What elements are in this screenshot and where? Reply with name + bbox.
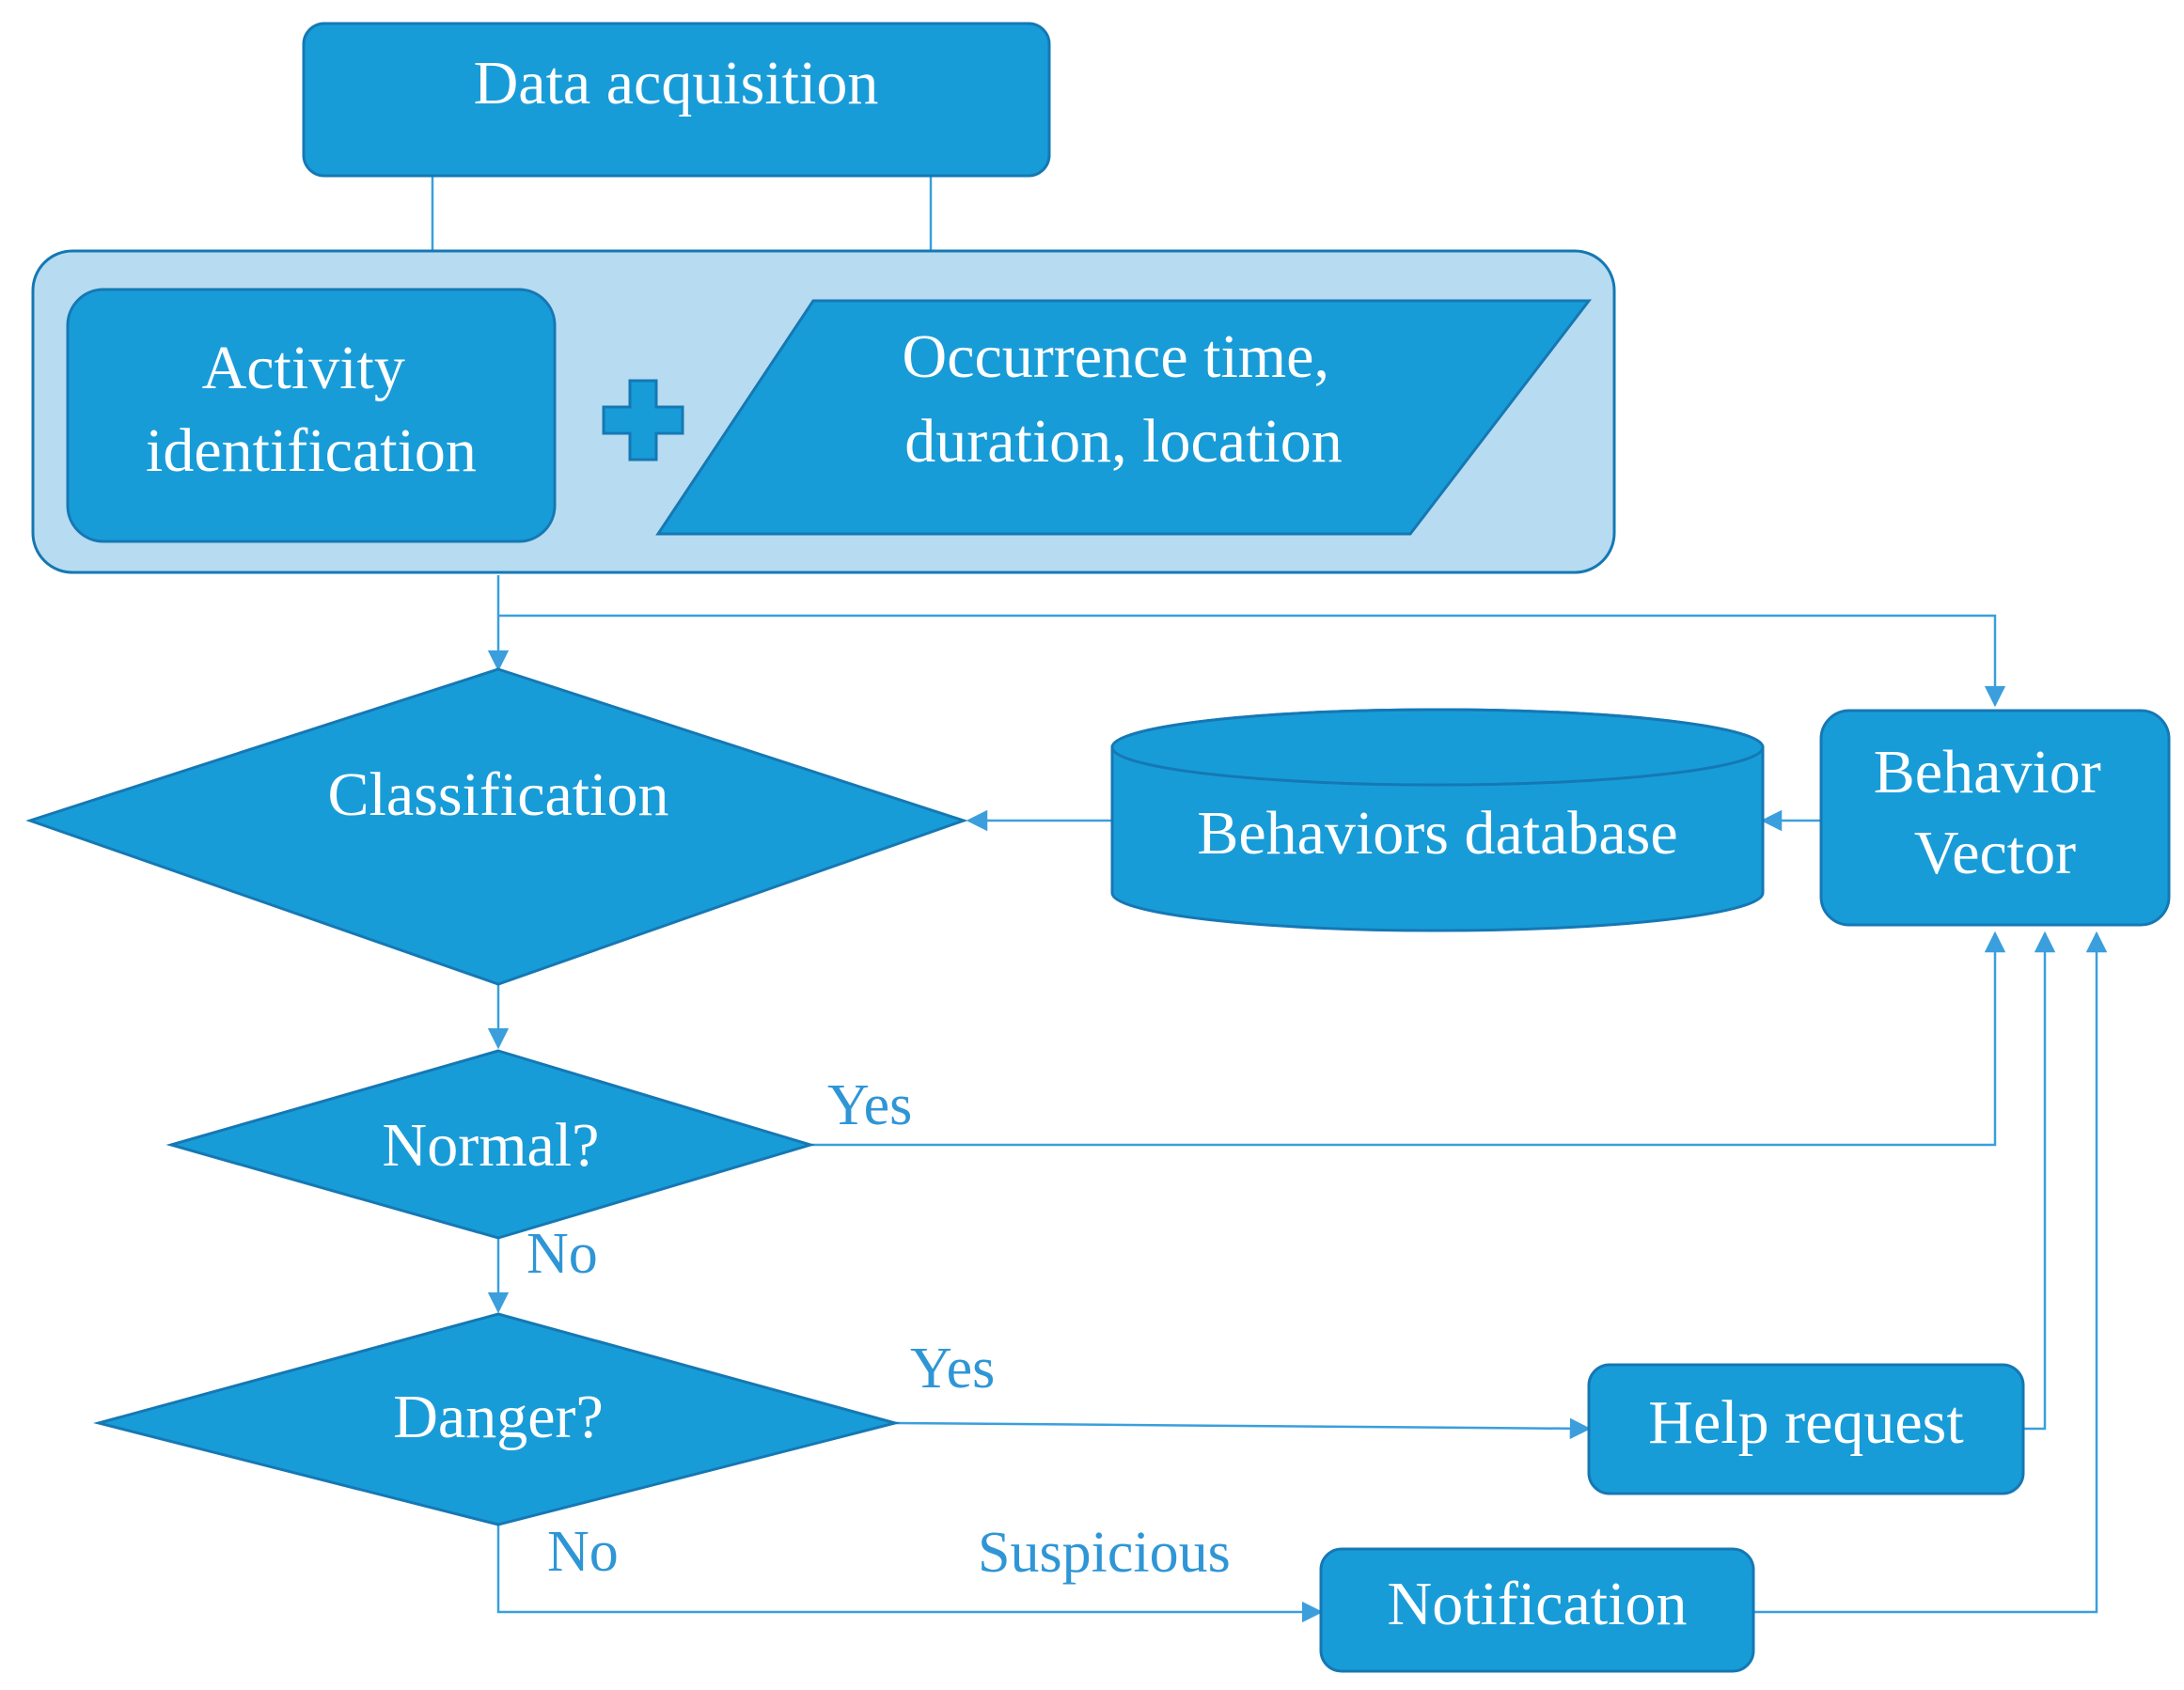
- plus-icon: [602, 379, 684, 462]
- edges: [421, 177, 2108, 1623]
- data-acquisition-node: [302, 22, 1051, 178]
- data-acquisition-label: Data acquisition: [474, 49, 879, 117]
- normal-decision-node: [165, 1049, 816, 1240]
- behavior-vector-label: Behavior Vector: [1874, 738, 2116, 887]
- danger-decision-label: Danger?: [393, 1383, 604, 1451]
- classification-node: [25, 667, 968, 986]
- help-request-node: [1587, 1363, 2025, 1495]
- edge-label-suspicious: Suspicious: [978, 1521, 1231, 1585]
- notification-label: Notification: [1388, 1570, 1688, 1638]
- classification-label: Classification: [328, 760, 669, 829]
- edge-help-to-vector: [2023, 931, 2056, 1431]
- edge-danger-no-to-notification: [496, 1525, 1324, 1623]
- behaviors-database-node: [1110, 708, 1765, 932]
- occurrence-node: [655, 299, 1593, 536]
- occurrence-label: Occurrence time, duration, location: [903, 322, 1345, 476]
- activity-identification-label: Activity identification: [146, 334, 477, 485]
- edge-label-normal-no: No: [526, 1222, 598, 1286]
- edge-label-danger-yes: Yes: [910, 1337, 995, 1401]
- normal-decision-label: Normal?: [383, 1111, 600, 1180]
- edge-group-to-behavior-vector: [498, 614, 2006, 708]
- help-request-label: Help request: [1648, 1388, 1963, 1457]
- behaviors-database-label: Behaviors database: [1197, 799, 1677, 868]
- edge-notification-to-vector: [1753, 931, 2108, 1614]
- edge-danger-yes-to-help: [894, 1417, 1592, 1440]
- danger-decision-node: [93, 1312, 901, 1526]
- edge-normal-yes-to-vector: [810, 931, 2006, 1147]
- notification-node: [1319, 1547, 1755, 1673]
- edge-label-danger-no: No: [547, 1520, 619, 1584]
- activity-identification-node: [66, 288, 557, 543]
- behavior-vector-node: [1819, 709, 2171, 927]
- edge-label-normal-yes: Yes: [827, 1073, 912, 1137]
